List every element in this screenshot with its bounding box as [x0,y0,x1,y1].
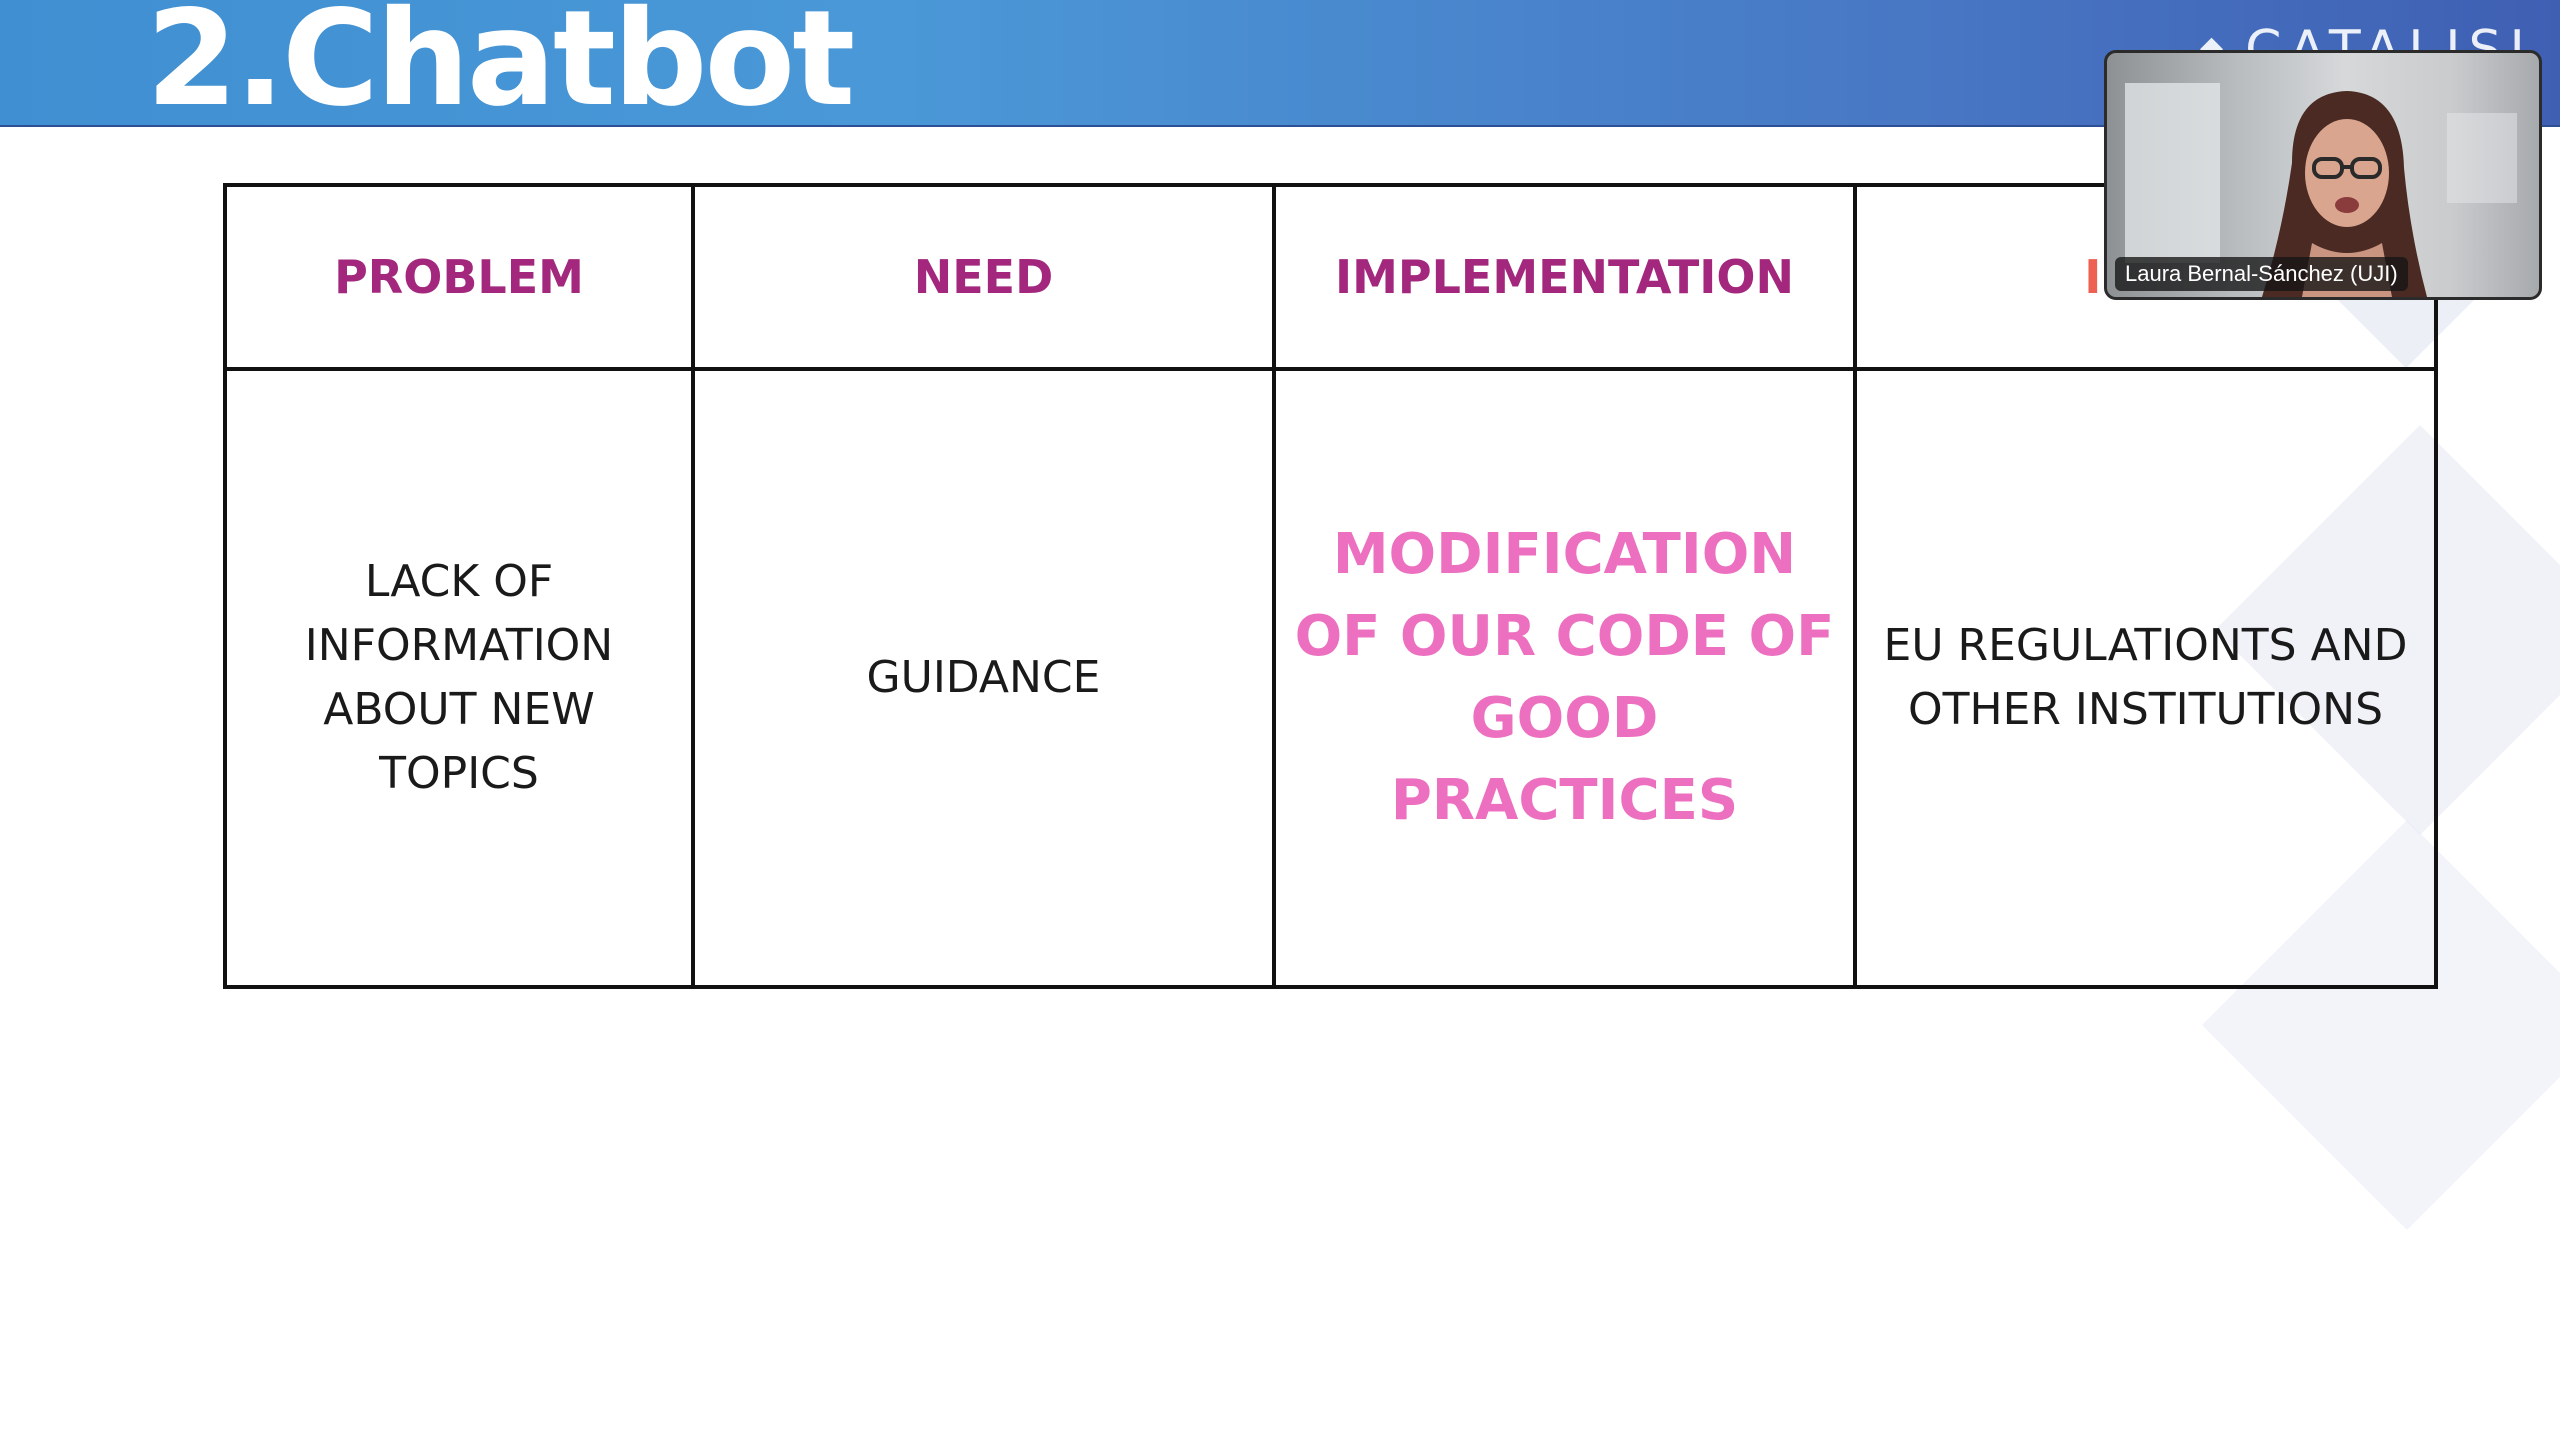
problem-need-table: PROBLEM NEED IMPLEMENTATION INSP LACK OF… [223,183,2438,989]
header-need: NEED [913,250,1054,304]
header-implementation: IMPLEMENTATION [1335,250,1794,304]
participant-name-label: Laura Bernal-Sánchez (UJI) [2115,257,2408,291]
cell-text-line: OF OUR CODE OF [1294,604,1835,669]
slide-title: 2.Chatbot [146,0,855,136]
cell-text-line: GOOD PRACTICES [1390,686,1739,833]
participant-video-tile[interactable]: Laura Bernal-Sánchez (UJI) [2104,50,2542,300]
cell-inspiration: EU REGULATIONTS AND OTHER INSTITUTIONS [1853,367,2438,989]
problem-text: LACK OF INFORMATION ABOUT NEW TOPICS [241,550,677,806]
background-window [2447,113,2517,203]
implementation-text: MODIFICATION OF OUR CODE OF GOOD PRACTICES [1290,514,1839,842]
cell-text-line: ABOUT NEW [323,684,595,735]
header-problem: PROBLEM [334,250,584,304]
cell-text-line: INFORMATION [304,620,614,671]
table-row: LACK OF INFORMATION ABOUT NEW TOPICS GUIDAN… [223,367,2438,989]
cell-text-line: TOPICS [379,748,539,799]
cell-problem: LACK OF INFORMATION ABOUT NEW TOPICS [223,367,695,989]
cell-implementation: MODIFICATION OF OUR CODE OF GOOD PRACTICES [1272,367,1857,989]
cell-text-line: OTHER INSTITUTIONS [1907,684,2384,735]
header-cell-need: NEED [691,183,1276,371]
cell-text-line: GUIDANCE [866,652,1101,703]
header-cell-implementation: IMPLEMENTATION [1272,183,1857,371]
background-window [2125,83,2220,263]
cell-text-line: MODIFICATION [1332,522,1797,587]
need-text: GUIDANCE [709,646,1258,710]
header-cell-problem: PROBLEM [223,183,695,371]
cell-text-line: EU REGULATIONTS AND [1883,620,2408,671]
cell-need: GUIDANCE [691,367,1276,989]
cell-text-line: LACK OF [364,556,554,607]
inspiration-text: EU REGULATIONTS AND OTHER INSTITUTIONS [1871,614,2420,742]
table-header-row: PROBLEM NEED IMPLEMENTATION INSP [223,183,2438,371]
